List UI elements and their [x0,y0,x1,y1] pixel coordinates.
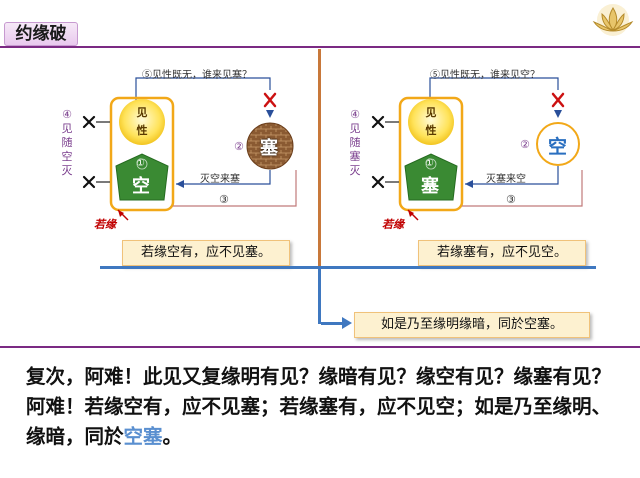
passage-end: 。 [162,425,183,448]
vtext-char: ④ [62,108,72,121]
right-cone-char: 塞 [421,176,439,197]
vtext-char: 灭 [61,164,73,177]
passage-main: 复次，阿难！此见又复缘明有见？缘暗有见？缘空有见？缘塞有见？阿难！若缘空有，应不… [26,365,612,448]
brick-circle-icon [246,122,294,170]
right-diagram-panel: ⑤见性既无，谁来见空？ ④ 见 随 塞 灭 见 性 ① 塞 ② 空 灭塞来空 ③… [318,60,618,266]
right-top-question: ⑤见性既无，谁来见空？ [430,70,540,81]
cross-icon [371,175,385,189]
lotus-logo-icon [592,4,634,36]
left-side-vertical-text: ④ 见 随 空 灭 [60,108,74,178]
see-char: 性 [136,124,148,137]
right-arrow-icon [342,317,352,329]
left-step-three: ③ [219,193,229,206]
left-arrow-label: 灭空来塞 [200,174,240,185]
left-caption-box: 若缘空有，应不见塞。 [122,240,290,266]
flow-arrow-shaft [321,322,343,325]
vtext-char: 塞 [349,150,361,163]
left-step-two: ② [234,140,244,153]
right-arrow-label: 灭塞来空 [486,174,526,185]
see-char: 见 [136,106,148,119]
title-underline [0,46,640,48]
right-see-nature-label: 见 性 [424,104,438,140]
left-diagram-panel: ⑤见性既无，谁来见塞？ ④ 见 随 空 灭 见 性 ① 空 ② 塞 灭空来塞 ③… [16,60,316,266]
see-char: 性 [425,124,437,137]
right-side-vertical-text: ④ 见 随 塞 灭 [348,108,362,178]
empty-circle-icon [536,122,580,166]
up-arrow-icon [404,153,458,201]
section-divider-line [0,346,640,348]
right-cause-label: 若缘 [382,218,404,231]
right-diagram-graphic [371,77,583,221]
vtext-char: 随 [61,136,73,149]
vtext-char: 空 [61,150,73,163]
flow-horizontal-line [100,266,596,269]
see-char: 见 [425,106,437,119]
vtext-char: 灭 [349,164,361,177]
vtext-char: 随 [349,136,361,149]
red-x-icon [551,92,565,108]
left-diagram-graphic [82,77,297,221]
left-circle-char: 塞 [260,138,278,159]
vtext-char: ④ [350,108,360,121]
up-arrow-icon [115,153,169,201]
right-caption-box: 若缘塞有，应不见空。 [418,240,586,266]
vtext-char: 见 [61,122,73,135]
red-x-icon [263,92,277,108]
vtext-char: 见 [349,122,361,135]
left-step-one: ① [136,158,145,169]
see-nature-sun-icon [119,99,165,145]
conclusion-box: 如是乃至缘明缘暗，同於空塞。 [354,312,590,338]
see-nature-sun-icon [408,99,454,145]
left-cause-label: 若缘 [94,218,116,231]
passage-highlight: 空塞 [123,425,163,448]
scripture-passage: 复次，阿难！此见又复缘明有见？缘暗有见？缘空有见？缘塞有见？阿难！若缘空有，应不… [26,362,626,452]
panel-divider [318,49,321,268]
left-top-question: ⑤见性既无，谁来见塞？ [142,70,252,81]
right-step-one: ① [425,158,434,169]
right-circle-char: 空 [548,136,568,158]
flow-vertical-line [318,268,321,324]
page-title: 约缘破 [4,22,78,46]
cross-icon [371,115,385,129]
cross-icon [82,115,96,129]
right-step-two: ② [520,138,530,151]
right-step-three: ③ [506,193,516,206]
cross-icon [82,175,96,189]
left-cone-char: 空 [132,176,150,197]
left-see-nature-label: 见 性 [135,104,149,140]
